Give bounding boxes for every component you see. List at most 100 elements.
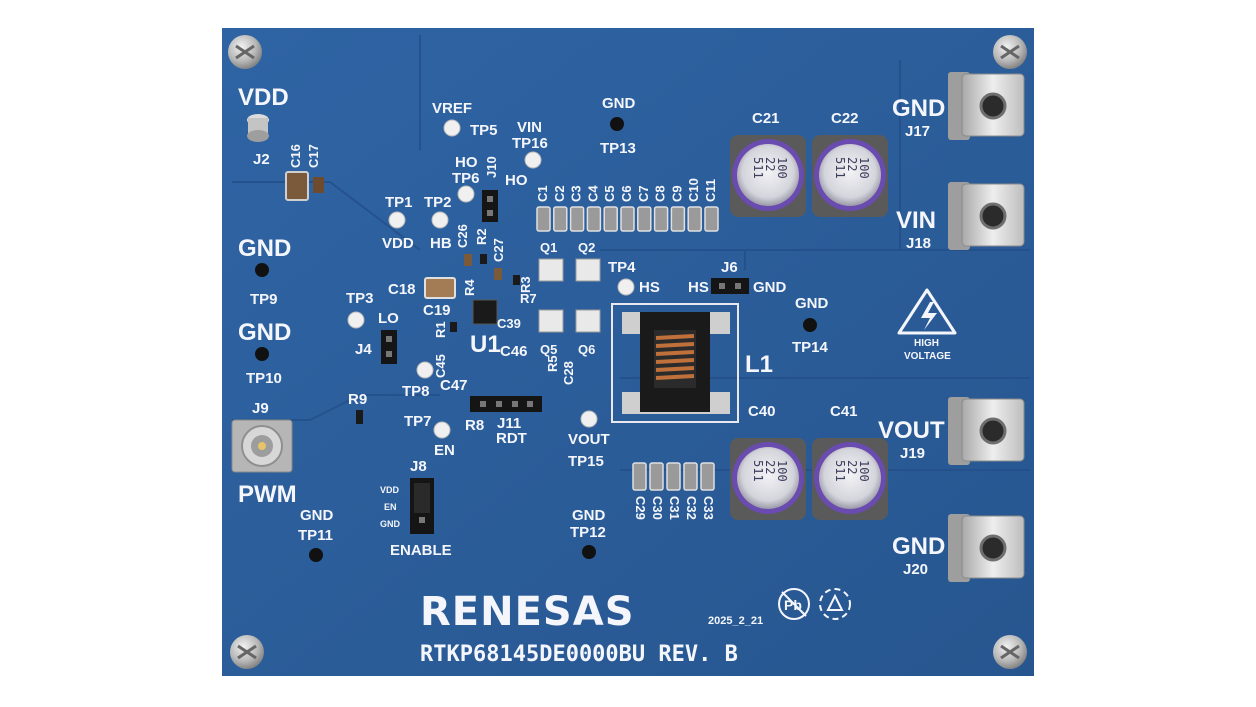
j11-label: J11 — [497, 415, 521, 432]
cap-marking: 22 — [763, 157, 777, 171]
capacitor-c5 — [603, 206, 618, 232]
tp14-label: TP14 — [792, 339, 829, 356]
q5-mosfet — [538, 309, 564, 333]
r9-label: R9 — [348, 391, 367, 408]
cap-label-c32: C32 — [684, 496, 699, 520]
top-capacitor-bank — [536, 206, 719, 232]
lug-j17 — [948, 72, 1025, 140]
c19-label: C19 — [423, 302, 451, 319]
screw-top-right — [993, 35, 1027, 69]
tp8-test-point — [416, 361, 434, 379]
cap-marking: 511 — [833, 157, 847, 179]
tp8-label: TP8 — [402, 383, 430, 400]
cap-marking: 511 — [751, 460, 765, 482]
r9-resistor — [356, 410, 363, 424]
bottom-capacitor-bank — [632, 462, 715, 491]
capacitor-c9 — [670, 206, 686, 232]
cap-marking: 100 — [857, 460, 871, 482]
gnd-tp13-label: GND — [602, 95, 636, 112]
j8-gnd-label: GND — [380, 519, 401, 529]
tp7-label: TP7 — [404, 413, 432, 430]
tp9-label: TP9 — [250, 291, 278, 308]
lug-j20 — [948, 514, 1025, 582]
hb-label: HB — [430, 235, 452, 252]
c18-label: C18 — [388, 281, 416, 298]
renesas-logo: RENESAS — [420, 589, 635, 635]
warning-line1: HIGH — [914, 338, 939, 349]
tp10-test-point — [255, 347, 269, 361]
vin-j18-label: VIN — [896, 207, 936, 234]
pwm-label: PWM — [238, 481, 297, 508]
gnd-tp14-label: GND — [795, 295, 829, 312]
enable-label: ENABLE — [390, 542, 452, 559]
date-code: 2025_2_21 — [708, 615, 763, 627]
r5-label: R5 — [545, 355, 560, 372]
tp15-test-point — [580, 410, 598, 428]
board-substrate — [222, 28, 1034, 676]
c27-capacitor — [494, 268, 502, 280]
cap-marking: 22 — [845, 157, 859, 171]
tp13-label: TP13 — [600, 140, 636, 157]
cap-label-c5: C5 — [602, 185, 617, 202]
tp1-test-point — [388, 211, 406, 229]
cap-label-c2: C2 — [552, 185, 567, 202]
ho2-label: HO — [505, 172, 528, 189]
r3-resistor — [513, 275, 520, 285]
tp3-label: TP3 — [346, 290, 374, 307]
rdt-label: RDT — [496, 430, 527, 447]
c16-label: C16 — [288, 144, 303, 168]
lug-j18 — [948, 182, 1025, 250]
cap-label-c29: C29 — [633, 496, 648, 520]
capacitor-c30 — [649, 462, 664, 491]
capacitor-c7 — [637, 206, 652, 232]
c28-label: C28 — [561, 361, 576, 385]
cap-marking: 100 — [775, 157, 789, 179]
vdd-tp1-label: VDD — [382, 235, 414, 252]
gnd-tp12-label: GND — [572, 507, 606, 524]
c21-label: C21 — [752, 110, 780, 127]
lug-j19 — [948, 397, 1025, 465]
cap-label-c10: C10 — [686, 178, 701, 202]
part-number-revision: RTKP68145DE0000BU REV. B — [420, 642, 738, 667]
tp5-test-point — [443, 119, 461, 137]
j9-sma-connector — [231, 419, 293, 473]
tp12-test-point — [582, 545, 596, 559]
tp6-label: TP6 — [452, 170, 480, 187]
j10-label: J10 — [484, 156, 499, 178]
r4-label: R4 — [462, 279, 477, 296]
u1-ic — [472, 299, 498, 325]
gnd-tp11-label: GND — [300, 507, 334, 524]
cap-label-c11: C11 — [703, 179, 718, 202]
c39-label: C39 — [497, 316, 521, 331]
tp2-test-point — [431, 211, 449, 229]
c27-label: C27 — [491, 238, 506, 262]
tp4-label: TP4 — [608, 259, 636, 276]
c17-capacitor — [313, 177, 324, 193]
ho-label: HO — [455, 154, 478, 171]
r3-label: R3 — [518, 276, 533, 293]
svg-text:Pb: Pb — [784, 597, 802, 613]
j8-label: J8 — [410, 458, 427, 475]
tp2-label: TP2 — [424, 194, 452, 211]
tp11-label: TP11 — [298, 527, 333, 544]
j11-header — [470, 396, 542, 412]
hs-label: HS — [639, 279, 660, 296]
j8-header — [410, 478, 434, 534]
capacitor-c31 — [666, 462, 681, 491]
capacitor-c1 — [536, 206, 551, 232]
j18-label: J18 — [906, 235, 931, 252]
tp16-test-point — [524, 151, 542, 169]
capacitor-c3 — [569, 206, 585, 232]
j2-label: J2 — [253, 151, 270, 168]
cap-label-c1: C1 — [535, 185, 550, 202]
tp14-test-point — [803, 318, 817, 332]
c16-capacitor — [285, 171, 309, 201]
cap-marking: 22 — [763, 460, 777, 474]
j20-label: J20 — [903, 561, 928, 578]
warning-line2: VOLTAGE — [904, 351, 951, 362]
cap-label-c9: C9 — [669, 185, 684, 202]
r1-label: R1 — [433, 321, 448, 338]
